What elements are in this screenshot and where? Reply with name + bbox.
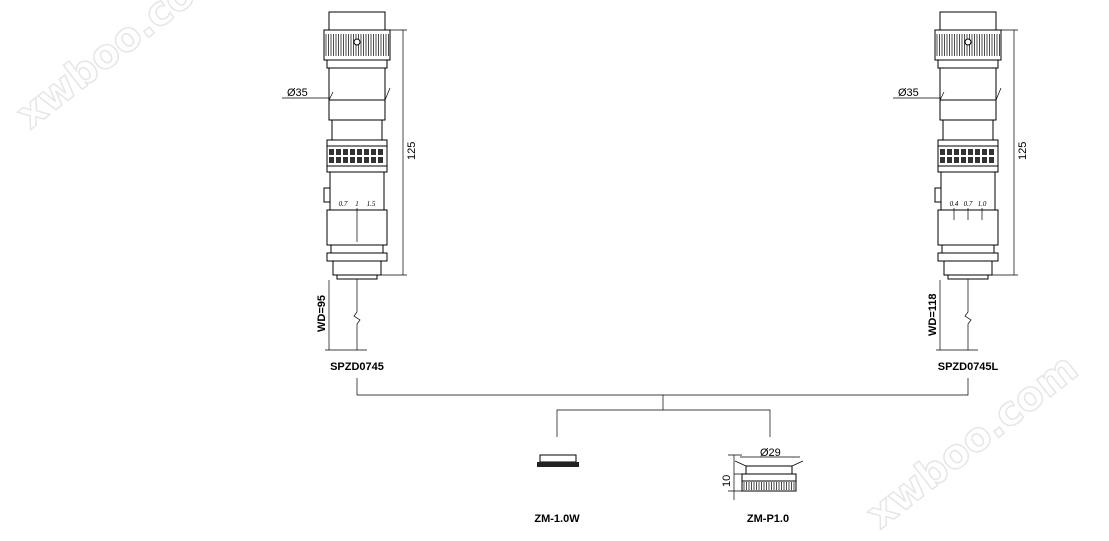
lens-model-label: SPZD0745L — [938, 361, 999, 373]
connector-tree — [356, 378, 969, 437]
working-distance-dimension — [325, 279, 367, 351]
zoom-ring-knurl — [975, 149, 980, 155]
zoom-ring-knurl — [954, 157, 959, 163]
lens-part — [939, 67, 997, 101]
zoom-ring-knurl — [343, 157, 348, 163]
zoom-ring-knurl — [371, 157, 376, 163]
zoom-ring-knurl — [989, 157, 994, 163]
screw-icon — [964, 38, 972, 46]
lens-part — [943, 260, 993, 276]
zoom-ring-knurl — [961, 149, 966, 155]
zoom-ring-knurl — [940, 149, 945, 155]
watermark-top-left: xwboo.com — [8, 0, 237, 138]
lens-part — [942, 119, 994, 141]
diameter-label: Ø35 — [898, 87, 919, 99]
diameter-dimension — [282, 87, 391, 101]
zoom-ring-knurl — [954, 149, 959, 155]
zoom-ring-knurl — [336, 157, 341, 163]
lens-part — [328, 67, 386, 101]
zoom-scale-mark: 0.4 — [950, 200, 959, 208]
knurl-lines — [936, 34, 1000, 56]
lens-part — [937, 252, 999, 262]
length-dimension — [377, 29, 407, 276]
zoom-ring-knurl — [940, 157, 945, 163]
zoom-ring-knurl — [357, 157, 362, 163]
lens-part — [939, 11, 997, 31]
accessory-zm-1-0w: ZM-1.0W — [534, 454, 580, 525]
knurl-lines — [325, 34, 389, 56]
accessory-zm-p1-0: Ø29 10 ZM-P1.0 — [721, 447, 804, 525]
zoom-ring-knurl — [350, 157, 355, 163]
zoom-ring-knurl — [336, 149, 341, 155]
lens-part — [330, 244, 384, 254]
working-distance-label: WD=118 — [927, 294, 939, 337]
zoom-ring-knurl — [343, 149, 348, 155]
zoom-ring-knurl — [989, 149, 994, 155]
lens-part — [326, 139, 388, 147]
zoom-ring-knurl — [968, 157, 973, 163]
lens-part — [328, 11, 386, 31]
zoom-ring-knurl — [371, 149, 376, 155]
lens-part — [939, 99, 997, 121]
length-label: 125 — [1017, 142, 1029, 160]
lens-part — [331, 119, 383, 141]
zoom-ring-knurl — [357, 149, 362, 155]
zoom-ring-knurl — [947, 149, 952, 155]
lens-part — [328, 99, 386, 121]
zoom-ring-knurl — [975, 157, 980, 163]
lens-part — [326, 252, 388, 262]
zoom-ring-knurl — [364, 149, 369, 155]
zoom-scale-mark: 0.7 — [339, 200, 348, 208]
zoom-ring-knurl — [350, 149, 355, 155]
accessory-label: ZM-P1.0 — [747, 513, 789, 525]
lens-part — [941, 244, 995, 254]
zoom-ring-knurl — [364, 157, 369, 163]
zoom-ring-knurl — [378, 149, 383, 155]
lens-part — [326, 59, 388, 69]
lens-part — [326, 165, 388, 173]
working-distance-label: WD=95 — [316, 295, 328, 332]
zoom-ring-knurl — [329, 157, 334, 163]
zoom-ring-knurl — [982, 149, 987, 155]
lens-part — [934, 187, 942, 203]
zoom-ring-knurl — [968, 149, 973, 155]
lens-part — [937, 165, 999, 173]
zoom-ring-knurl — [982, 157, 987, 163]
zoom-ring-knurl — [378, 157, 383, 163]
zoom-scale-mark: 1.0 — [978, 200, 987, 208]
lens-part — [947, 274, 989, 280]
lens-part — [336, 274, 378, 280]
accessory-label: ZM-1.0W — [534, 513, 580, 525]
zoom-scale-mark: 1.5 — [367, 200, 376, 208]
lens-part — [332, 260, 382, 276]
zoom-scale-mark: 0.7 — [964, 200, 973, 208]
height-label: 10 — [721, 475, 733, 487]
screw-icon — [353, 38, 361, 46]
diameter-label: Ø29 — [760, 447, 781, 459]
working-distance-dimension — [936, 279, 978, 351]
zoom-ring-knurl — [947, 157, 952, 163]
lens-part — [940, 171, 996, 211]
zoom-scale-mark: 1 — [355, 200, 359, 208]
diameter-label: Ø35 — [287, 87, 308, 99]
watermark-bottom-right: xwboo.com — [858, 345, 1087, 538]
length-label: 125 — [406, 142, 418, 160]
lens-model-label: SPZD0745 — [330, 361, 384, 373]
lens-part — [937, 59, 999, 69]
diameter-dimension — [893, 87, 1002, 101]
lens-part — [937, 139, 999, 147]
zoom-ring-knurl — [329, 149, 334, 155]
lens-part — [323, 187, 331, 203]
length-dimension — [988, 29, 1018, 276]
zoom-ring-knurl — [961, 157, 966, 163]
